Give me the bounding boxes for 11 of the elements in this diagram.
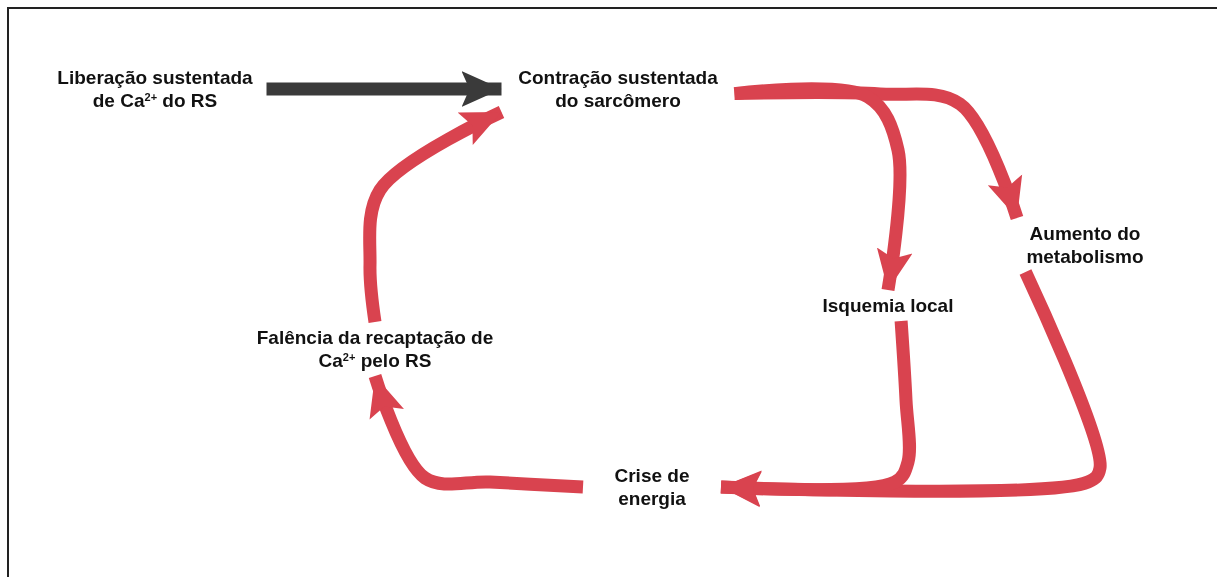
step-label: Contração sustentada do sarcômero (505, 66, 731, 112)
step-label: Isquemia local (822, 294, 954, 317)
arrow (363, 106, 505, 323)
step-label: Liberação sustentada de Ca$^{2+}$ do RS (47, 66, 263, 112)
step-label: Aumento do metabolismo (1000, 222, 1170, 268)
arrow (720, 320, 917, 508)
arrow (733, 82, 913, 292)
step-label: Crise de energia (587, 464, 717, 510)
arrow (368, 374, 584, 494)
step-label: Falência da recaptação de Ca$^{2+}$ pelo RS (242, 326, 508, 372)
arrow (266, 71, 502, 107)
